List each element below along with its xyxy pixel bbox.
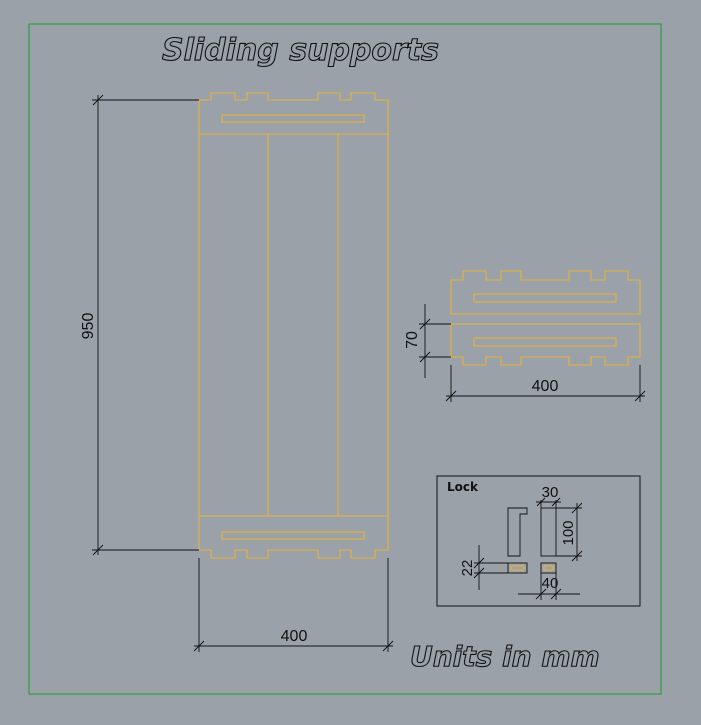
lock-slot-right-inner [543, 565, 554, 571]
dim-label-22: 22 [459, 560, 476, 577]
rail-lower-slot [473, 337, 617, 347]
drawing-title: Sliding supports [162, 33, 439, 68]
lock-detail-panel[interactable]: Lock 30 100 22 [436, 475, 641, 607]
rail-upper-outline [450, 270, 641, 315]
lock-slot-left-inner [510, 565, 525, 571]
rail-lower-part[interactable] [450, 323, 641, 366]
dimension-rail-thickness: 70 [404, 304, 451, 378]
dim-label-950: 950 [80, 313, 97, 340]
drawing-frame [28, 23, 662, 695]
tall-support-bottom-slot [221, 531, 365, 540]
tall-support-part[interactable] [198, 92, 389, 559]
dim-label-400-rail: 400 [532, 378, 559, 395]
rail-lower-outline [450, 323, 641, 366]
tall-support-top-cap [198, 92, 389, 135]
lock-panel-border [436, 475, 641, 607]
tall-support-web [198, 134, 389, 516]
lock-slot-right [540, 562, 557, 574]
dim-label-40: 40 [542, 575, 559, 592]
lock-l-piece [507, 507, 528, 557]
dimension-tall-height: 950 [80, 94, 199, 556]
lock-bar [540, 507, 557, 557]
dimension-tall-width: 400 [193, 558, 394, 652]
units-note: Units in mm [410, 640, 600, 673]
rail-upper-part[interactable] [450, 270, 641, 315]
dimension-rail-width: 400 [445, 365, 646, 402]
lock-slot-left [507, 562, 528, 574]
dim-label-30: 30 [542, 484, 559, 501]
dim-label-400-tall: 400 [281, 628, 308, 645]
dim-label-100: 100 [560, 520, 577, 545]
dim-label-70: 70 [404, 331, 421, 349]
lock-label: Lock [447, 480, 479, 494]
rail-upper-slot [473, 293, 617, 303]
tall-support-top-slot [221, 114, 365, 123]
tall-support-bottom-cap [198, 515, 389, 559]
